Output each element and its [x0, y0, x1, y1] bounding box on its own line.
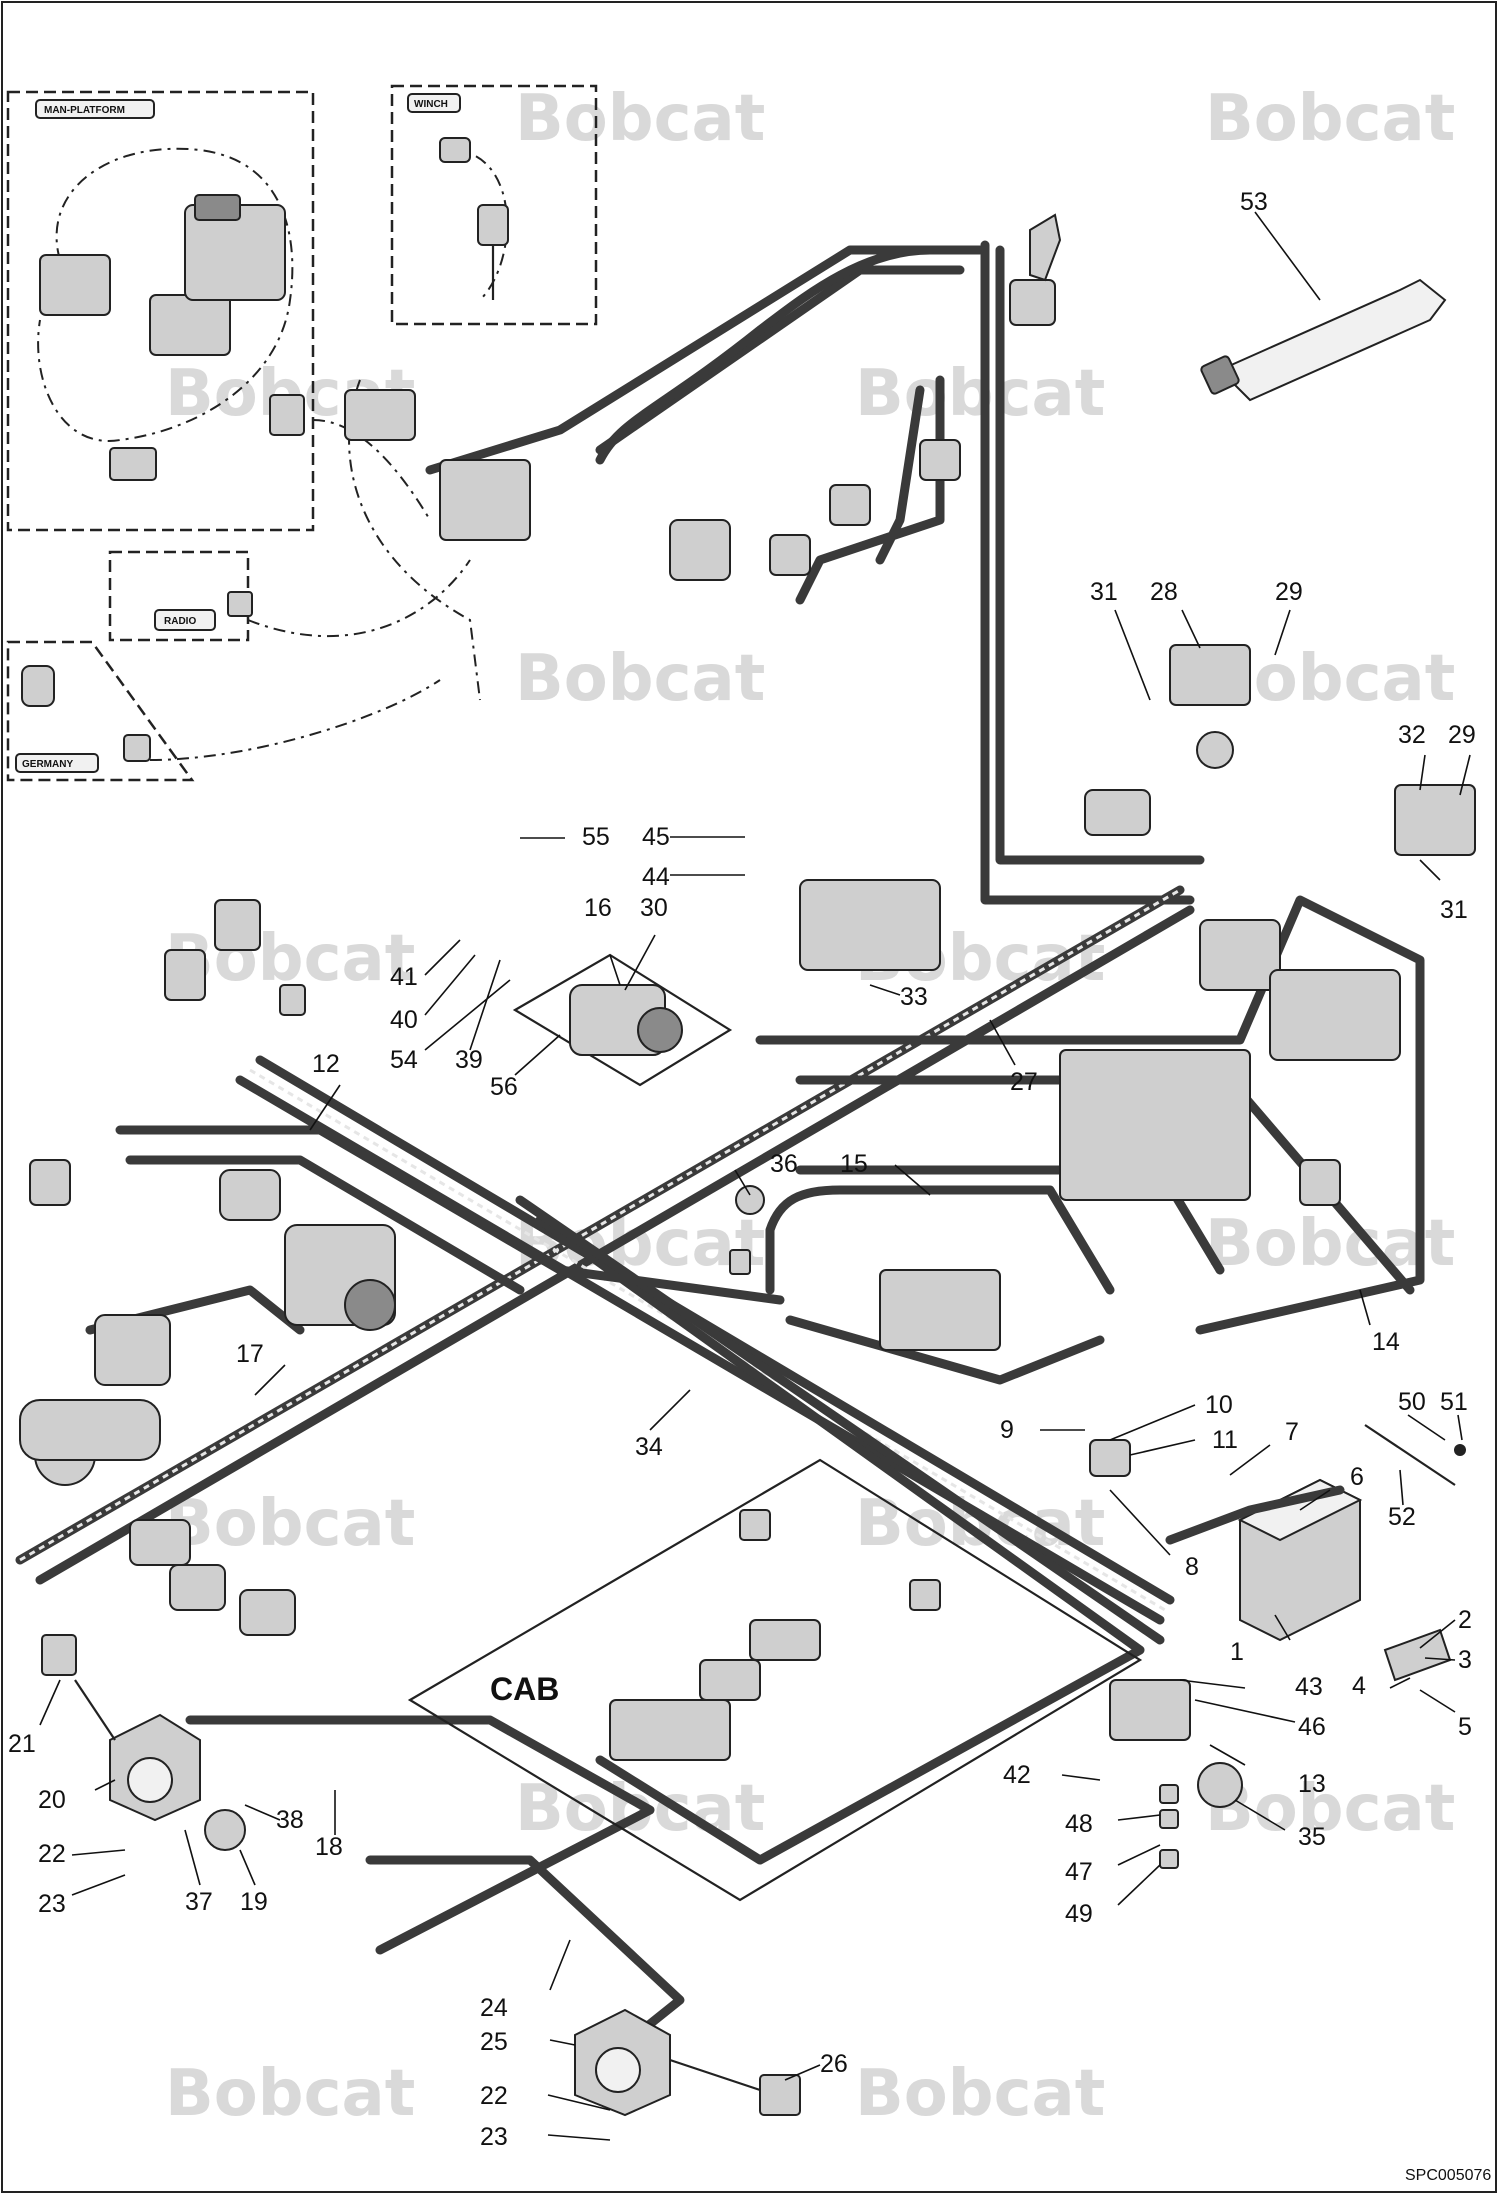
callout-50: 50 — [1398, 1388, 1426, 1416]
group-label-man-platform: MAN-PLATFORM — [44, 105, 125, 116]
grease-tube — [1218, 278, 1447, 402]
callout-31b: 31 — [1440, 896, 1468, 924]
option-group-germany: GERMANY — [6, 640, 195, 782]
drawing-code: SPC005076 — [1405, 2167, 1491, 2184]
cab-label: CAB — [490, 1671, 559, 1707]
group-label-radio: RADIO — [164, 616, 196, 627]
callout-38: 38 — [276, 1806, 304, 1834]
callout-44: 44 — [642, 863, 670, 891]
callout-11: 11 — [1212, 1426, 1238, 1454]
callout-36: 36 — [770, 1150, 798, 1178]
option-group-radio: RADIO — [108, 550, 253, 642]
callout-12: 12 — [312, 1050, 340, 1078]
callout-29b: 29 — [1448, 721, 1476, 749]
junction-box — [879, 1269, 1001, 1351]
callout-53: 53 — [1240, 188, 1268, 216]
watermark: Bobcat — [515, 82, 765, 156]
callout-8: 8 — [1185, 1553, 1199, 1581]
callout-34: 34 — [635, 1433, 663, 1461]
callout-4: 4 — [1352, 1672, 1366, 1700]
callout-10: 10 — [1205, 1391, 1233, 1419]
callout-37: 37 — [185, 1888, 213, 1916]
callout-46: 46 — [1298, 1713, 1326, 1741]
callout-24: 24 — [480, 1994, 508, 2022]
option-group-man-platform: MAN-PLATFORM — [6, 90, 315, 532]
callout-35: 35 — [1298, 1823, 1326, 1851]
callout-27: 27 — [1010, 1068, 1038, 1096]
callout-3: 3 — [1458, 1646, 1472, 1674]
fuse-box-32 — [1394, 784, 1476, 856]
callout-9: 9 — [1000, 1416, 1014, 1444]
callout-47: 47 — [1065, 1858, 1093, 1886]
callout-15: 15 — [840, 1150, 868, 1178]
leader-lines — [39, 211, 1471, 2141]
callout-33: 33 — [900, 983, 928, 1011]
fuse-box-28 — [1169, 644, 1251, 706]
callout-2: 2 — [1458, 1606, 1472, 1634]
callout-45: 45 — [642, 823, 670, 851]
callout-40: 40 — [390, 1006, 418, 1034]
callout-6: 6 — [1350, 1463, 1364, 1491]
callout-28: 28 — [1150, 578, 1178, 606]
callout-48: 48 — [1065, 1810, 1093, 1838]
watermark: Bobcat — [165, 922, 415, 996]
callout-18: 18 — [315, 1833, 343, 1861]
callout-25: 25 — [480, 2028, 508, 2056]
callout-22: 22 — [38, 1840, 66, 1868]
callout-14: 14 — [1372, 1328, 1400, 1356]
callout-19: 19 — [240, 1888, 268, 1916]
callout-43: 43 — [1295, 1673, 1323, 1701]
callout-54: 54 — [390, 1046, 418, 1074]
callout-16: 16 — [584, 894, 612, 922]
components — [19, 213, 1476, 2117]
watermark: Bobcat — [515, 642, 765, 716]
callout-52: 52 — [1388, 1503, 1416, 1531]
callout-31: 31 — [1090, 578, 1118, 606]
callout-51: 51 — [1440, 1388, 1468, 1416]
callout-7: 7 — [1285, 1418, 1299, 1446]
callout-41: 41 — [390, 963, 418, 991]
callouts: 1 2 3 4 5 6 7 8 9 10 11 12 13 14 15 16 1… — [8, 188, 1476, 2151]
cab-outline — [407, 1458, 1143, 1902]
option-group-winch: WINCH — [390, 84, 598, 326]
callout-23: 23 — [38, 1890, 66, 1918]
harness-upper — [425, 245, 985, 605]
callout-49: 49 — [1065, 1900, 1093, 1928]
callout-55: 55 — [582, 823, 610, 851]
callout-20: 20 — [38, 1786, 66, 1814]
watermark: Bobcat — [165, 2057, 415, 2131]
callout-42: 42 — [1003, 1761, 1031, 1789]
callout-17: 17 — [236, 1340, 264, 1368]
control-valve — [1059, 1049, 1251, 1201]
callout-21: 21 — [8, 1730, 36, 1758]
watermark: Bobcat — [1205, 1772, 1455, 1846]
starter — [219, 1169, 281, 1221]
callout-26: 26 — [820, 2050, 848, 2078]
callout-56: 56 — [490, 1073, 518, 1101]
callout-32: 32 — [1398, 721, 1426, 749]
callout-39: 39 — [455, 1046, 483, 1074]
harness-rear-18-24 — [185, 1715, 685, 2045]
callout-1: 1 — [1230, 1638, 1244, 1666]
group-label-germany: GERMANY — [22, 759, 73, 770]
callout-13: 13 — [1298, 1770, 1326, 1798]
watermark: Bobcat — [855, 357, 1105, 431]
group-label-winch: WINCH — [414, 99, 448, 110]
cab-fuse-box — [1109, 1679, 1191, 1741]
horn — [204, 1809, 246, 1851]
watermark: Bobcat — [855, 2057, 1105, 2131]
callout-5: 5 — [1458, 1713, 1472, 1741]
harness-main-27 — [15, 240, 1205, 1585]
watermark: Bobcat — [1205, 1207, 1455, 1281]
watermark: Bobcat — [1205, 82, 1455, 156]
callout-22b: 22 — [480, 2082, 508, 2110]
callout-23b: 23 — [480, 2123, 508, 2151]
watermark: Bobcat — [165, 1487, 415, 1561]
watermark: Bobcat — [855, 1487, 1105, 1561]
callout-29: 29 — [1275, 578, 1303, 606]
callout-30: 30 — [640, 894, 668, 922]
